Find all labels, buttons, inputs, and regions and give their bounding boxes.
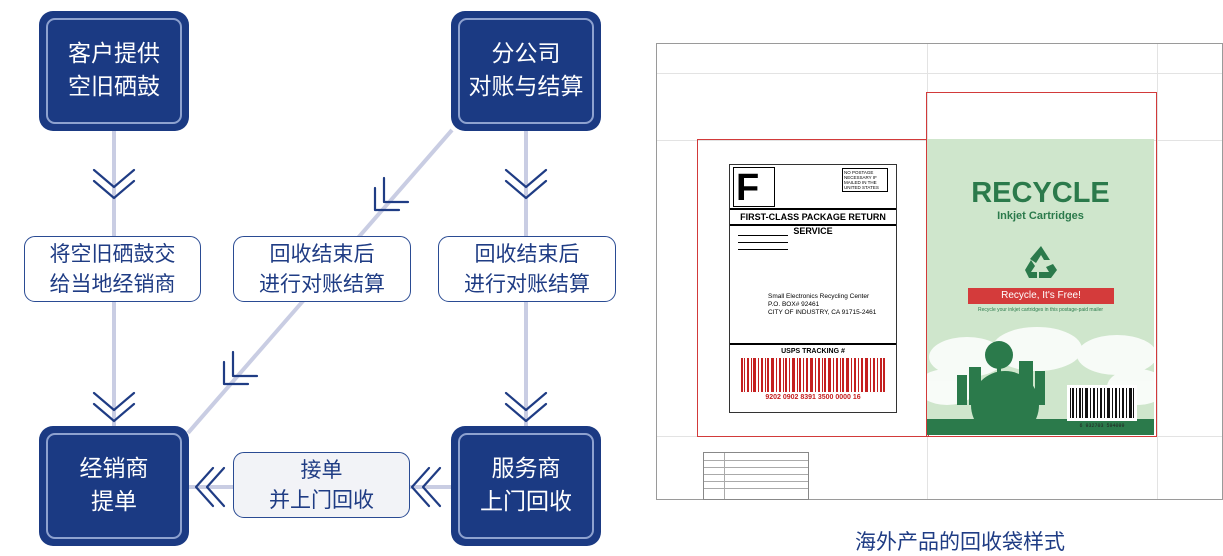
step-hand-over: 将空旧硒鼓交 给当地经销商 bbox=[24, 236, 201, 302]
node-branch-label: 分公司 对账与结算 bbox=[468, 41, 584, 100]
sample-caption: 海外产品的回收袋样式 bbox=[855, 530, 1065, 554]
recycle-note: Recycle your inkjet cartridges in this p… bbox=[977, 307, 1104, 313]
step-hand-over-label: 将空旧硒鼓交 给当地经销商 bbox=[49, 242, 176, 296]
down-chevron-icon bbox=[504, 168, 548, 200]
node-dealer-label: 经销商 提单 bbox=[79, 456, 149, 515]
left-chevron-icon bbox=[410, 466, 442, 508]
left-chevron-icon bbox=[194, 466, 226, 508]
step-settle-diagonal: 回收结束后 进行对账结算 bbox=[233, 236, 411, 302]
back-outline bbox=[926, 92, 1157, 437]
address-line bbox=[738, 242, 788, 243]
step-settle-right-label: 回收结束后 进行对账结算 bbox=[464, 242, 590, 296]
step-pickup-label: 接单 并上门回收 bbox=[269, 458, 374, 512]
down-chevron-icon bbox=[92, 391, 136, 423]
spec-table bbox=[703, 452, 809, 500]
service-name: FIRST-CLASS PACKAGE RETURN SERVICE bbox=[730, 208, 896, 236]
return-address: Small Electronics Recycling Center P.O. … bbox=[768, 293, 877, 316]
product-barcode bbox=[1067, 385, 1137, 421]
recycle-title: RECYCLE bbox=[971, 177, 1110, 209]
diagonal-chevron-icon bbox=[373, 176, 410, 212]
address-line bbox=[738, 235, 788, 236]
tracking-barcode bbox=[741, 358, 885, 392]
recycle-subtitle: Inkjet Cartridges bbox=[997, 210, 1084, 222]
recycle-icon bbox=[1025, 246, 1057, 278]
diagonal-chevron-icon bbox=[222, 350, 259, 386]
step-pickup: 接单 并上门回收 bbox=[233, 452, 410, 518]
table-row bbox=[704, 474, 808, 475]
step-settle-diagonal-label: 回收结束后 进行对账结算 bbox=[259, 242, 385, 296]
address-line bbox=[738, 249, 788, 250]
node-service-label: 服务商 上门回收 bbox=[480, 456, 572, 515]
class-box bbox=[733, 167, 775, 207]
guide-line bbox=[657, 73, 1222, 74]
table-row bbox=[704, 488, 808, 489]
postage-note: NO POSTAGE NECESSARY IF MAILED IN THE UN… bbox=[842, 168, 888, 192]
node-dealer: 经销商 提单 bbox=[40, 427, 188, 545]
product-barcode-number: 6 932703 594099 bbox=[1079, 423, 1125, 429]
node-branch: 分公司 对账与结算 bbox=[452, 12, 600, 130]
node-customer-label: 客户提供 空旧硒鼓 bbox=[68, 41, 160, 100]
table-divider bbox=[724, 453, 725, 499]
tracking-title: USPS TRACKING # bbox=[730, 343, 896, 359]
step-settle-right: 回收结束后 进行对账结算 bbox=[438, 236, 616, 302]
table-row bbox=[704, 467, 808, 468]
table-row bbox=[704, 481, 808, 482]
node-customer: 客户提供 空旧硒鼓 bbox=[40, 12, 188, 130]
free-banner: Recycle, It's Free! bbox=[968, 288, 1114, 304]
node-service: 服务商 上门回收 bbox=[452, 427, 600, 545]
class-letter: F bbox=[736, 167, 760, 209]
down-chevron-icon bbox=[92, 168, 136, 200]
guide-line bbox=[1157, 44, 1158, 499]
down-chevron-icon bbox=[504, 391, 548, 423]
table-row bbox=[704, 460, 808, 461]
recycle-bag-back: RECYCLE Inkjet Cartridges Recycle, It's … bbox=[927, 139, 1154, 435]
shipping-label: F NO POSTAGE NECESSARY IF MAILED IN THE … bbox=[729, 164, 897, 413]
tracking-number: 9202 0902 8391 3500 0000 16 bbox=[765, 394, 861, 401]
